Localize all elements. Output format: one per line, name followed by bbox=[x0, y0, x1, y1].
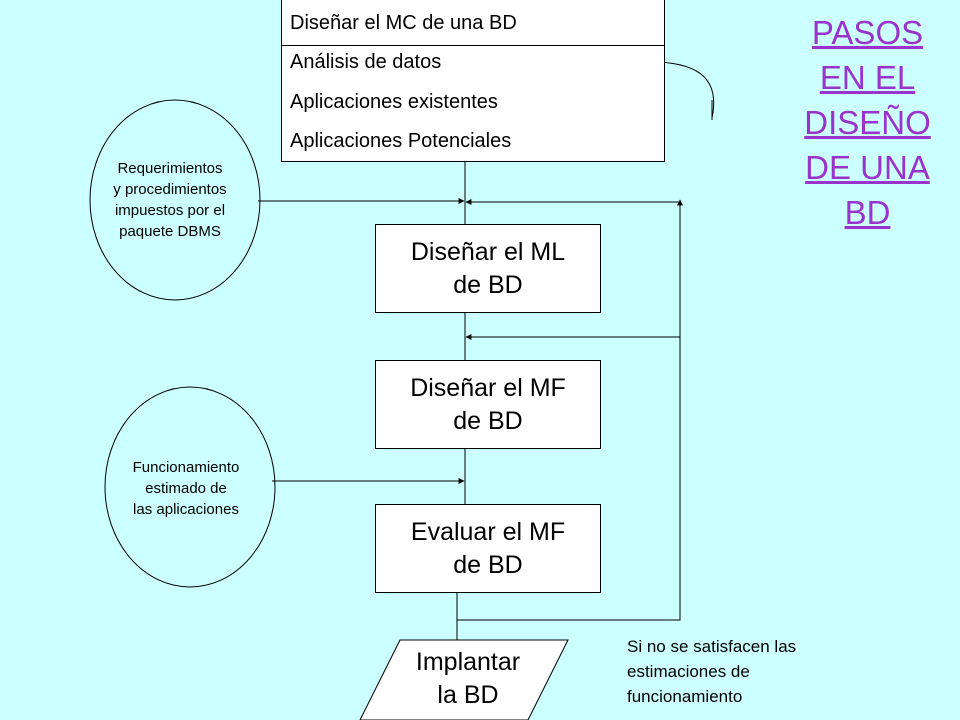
title-line-4: DE UNA bbox=[805, 149, 930, 186]
title-line-3: DISEÑO bbox=[804, 104, 931, 141]
requirements-ellipse bbox=[89, 99, 261, 301]
ml-box: Diseñar el ML de BD bbox=[375, 224, 601, 313]
mc-item-1: Análisis de datos bbox=[290, 51, 442, 73]
mc-item-2: Aplicaciones existentes bbox=[290, 91, 498, 113]
mc-header-text: Diseñar el MC de una BD bbox=[290, 12, 517, 34]
eval-box: Evaluar el MF de BD bbox=[375, 504, 601, 593]
mf-line-1: Diseñar el MF bbox=[410, 373, 566, 402]
performance-line-2: estimado de bbox=[145, 480, 227, 497]
ml-line-2: de BD bbox=[453, 270, 523, 299]
mf-box: Diseñar el MF de BD bbox=[375, 360, 601, 449]
requirements-line-4: paquete DBMS bbox=[119, 223, 221, 240]
mc-box-header: Diseñar el MC de una BD bbox=[282, 0, 664, 46]
feedback-line-1: Si no se satisfacen las bbox=[627, 637, 797, 656]
feedback-line-3: funcionamiento bbox=[627, 687, 743, 706]
title-line-5: BD bbox=[844, 194, 891, 231]
feedback-loop bbox=[457, 199, 683, 621]
requirements-text: Requerimientos y procedimientos impuesto… bbox=[80, 158, 260, 242]
implant-line-2: la BD bbox=[437, 681, 499, 709]
mf-line-2: de BD bbox=[453, 406, 523, 435]
mc-box: Diseñar el MC de una BD Análisis de dato… bbox=[281, 0, 665, 162]
requirements-line-2: y procedimientos bbox=[113, 181, 227, 198]
implant-line-1: Implantar bbox=[415, 648, 521, 676]
performance-text: Funcionamiento estimado de las aplicacio… bbox=[96, 457, 276, 520]
refine-arrow-large bbox=[657, 59, 715, 119]
page-title: PASOS EN EL DISEÑO DE UNA BD bbox=[785, 10, 950, 235]
ml-line-1: Diseñar el ML bbox=[410, 237, 566, 266]
eval-line-1: Evaluar el MF bbox=[410, 517, 566, 546]
feedback-line-2: estimaciones de bbox=[627, 662, 750, 681]
implant-text: Implantar la BD bbox=[384, 646, 552, 712]
title-line-1: PASOS bbox=[811, 14, 924, 51]
performance-line-1: Funcionamiento bbox=[132, 459, 240, 476]
title-line-2: EN EL bbox=[819, 59, 916, 96]
performance-ellipse bbox=[104, 386, 276, 588]
eval-line-2: de BD bbox=[453, 550, 523, 579]
implant-shape bbox=[359, 639, 569, 720]
performance-line-3: las aplicaciones bbox=[133, 501, 239, 518]
mc-item-3: Aplicaciones Potenciales bbox=[290, 130, 512, 152]
requirements-line-1: Requerimientos bbox=[117, 160, 223, 177]
feedback-note: Si no se satisfacen las estimaciones de … bbox=[627, 634, 796, 709]
requirements-line-3: impuestos por el bbox=[114, 202, 226, 219]
